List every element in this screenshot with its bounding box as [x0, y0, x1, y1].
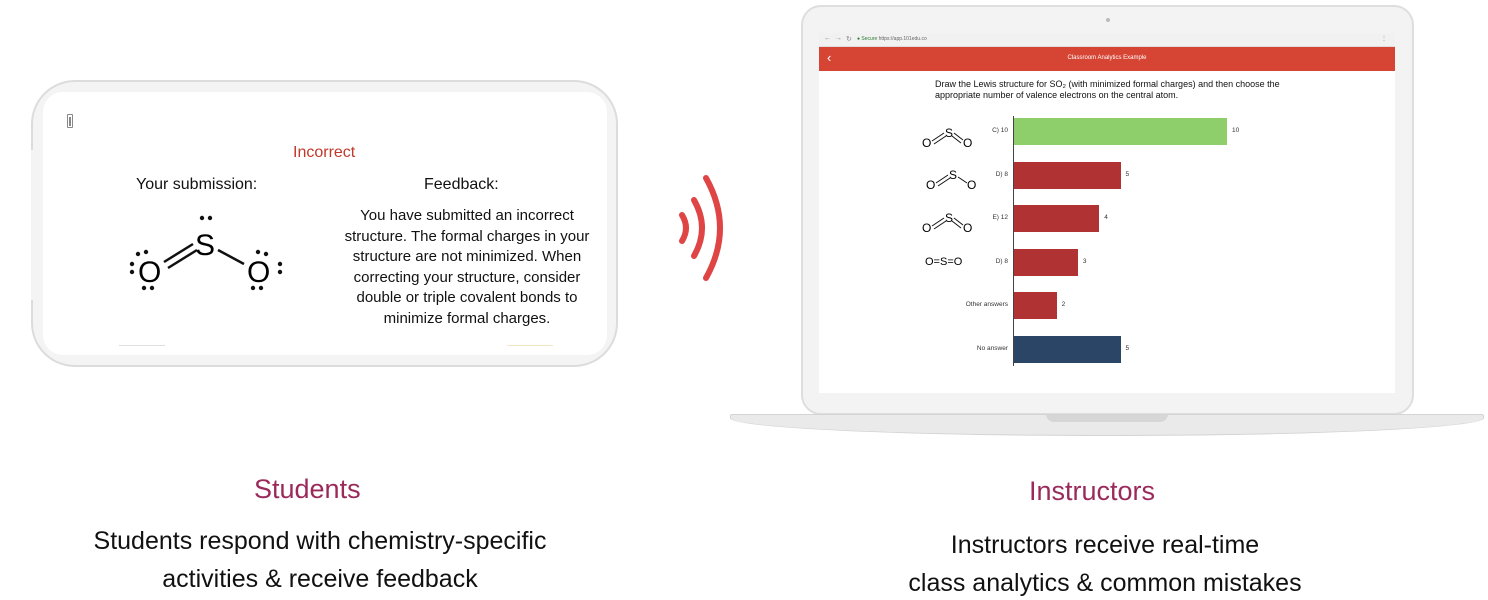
phone-screen: Incorrect Your submission: Feedback: You…	[43, 92, 607, 355]
chart-value-label: 5	[1125, 344, 1130, 352]
chart-category-label: E) 12	[992, 214, 1008, 221]
chart-value-label: 10	[1232, 127, 1240, 134]
chart-category-label: D) 8	[995, 170, 1008, 178]
structure-option-d2: O=S=O	[925, 256, 963, 268]
browser-toolbar: ← → ↻ ● Secure https://app.101edu.co ⋮	[819, 33, 1395, 47]
svg-text:O: O	[963, 136, 972, 150]
signal-waves-icon	[679, 175, 723, 281]
url-text: https://app.101edu.co	[878, 36, 927, 42]
structure-option-c: S O O	[922, 126, 972, 150]
submitted-lewis-structure: S O O	[129, 215, 283, 291]
chart-bar	[1014, 248, 1078, 276]
feedback-text: You have submitted an incorrect structur…	[344, 207, 590, 327]
svg-text:S: S	[945, 211, 953, 225]
structure-option-d: S O O	[926, 168, 976, 192]
structure-option-e: S O O	[922, 211, 972, 235]
instructors-line-2: class analytics & common mistakes	[908, 569, 1302, 597]
laptop-hinge-notch	[1046, 414, 1168, 422]
back-arrow-icon[interactable]: ←	[824, 35, 831, 42]
instructors-description: Instructors receive real-time class anal…	[870, 526, 1340, 600]
instructors-line-1: Instructors receive real-time	[950, 531, 1260, 559]
svg-text:O=S=O: O=S=O	[925, 256, 963, 268]
chart-value-label: 2	[1061, 301, 1066, 308]
svg-text:S: S	[949, 168, 957, 182]
app-header: ‹ Classroom Analytics Example	[819, 47, 1395, 71]
chart-value-label: 5	[1125, 170, 1130, 178]
phone-ui-divider	[119, 345, 165, 346]
feedback-label: Feedback:	[424, 176, 499, 193]
phone-ui-divider	[507, 345, 553, 346]
browser-menu-icon[interactable]: ⋮	[1381, 36, 1387, 42]
svg-text:O: O	[922, 136, 931, 150]
chart-category-label: No answer	[976, 344, 1008, 352]
reload-icon[interactable]: ↻	[846, 36, 852, 43]
chart-value-label: 4	[1104, 214, 1108, 221]
chart-axis	[1013, 116, 1014, 366]
result-status: Incorrect	[293, 144, 356, 161]
chart-category-label: D) 8	[995, 257, 1008, 265]
question-text: Draw the Lewis structure for SO₂ (with m…	[935, 79, 1280, 100]
students-line-2: activities & receive feedback	[162, 565, 478, 593]
svg-text:S: S	[945, 126, 953, 140]
svg-text:O: O	[963, 221, 972, 235]
phone-device: Incorrect Your submission: Feedback: You…	[31, 80, 618, 367]
chart-value-label: 3	[1082, 257, 1087, 265]
students-description: Students respond with chemistry-specific…	[40, 522, 600, 598]
forward-arrow-icon[interactable]: →	[835, 35, 842, 42]
atom-left: O	[138, 256, 161, 289]
chevron-left-icon[interactable]: ‹	[827, 50, 832, 65]
chart-category-label: Other answers	[965, 301, 1008, 308]
students-line-1: Students respond with chemistry-specific	[93, 527, 547, 555]
atom-right: O	[247, 256, 270, 289]
svg-text:O: O	[922, 221, 931, 235]
address-bar[interactable]: ● Secure https://app.101edu.co	[857, 35, 1357, 44]
chart-bar	[1014, 205, 1100, 232]
chart-bar	[1014, 292, 1057, 319]
submission-label: Your submission:	[136, 176, 258, 193]
chart-category-label: C) 10	[992, 127, 1008, 134]
chart-bar	[1014, 335, 1121, 363]
laptop-camera	[1106, 18, 1110, 22]
lock-icon: ●	[857, 36, 861, 42]
laptop-screen: ← → ↻ ● Secure https://app.101edu.co ⋮ ‹…	[819, 33, 1395, 393]
chart-bar	[1014, 161, 1121, 189]
instructors-title: Instructors	[1029, 476, 1156, 506]
secure-label: Secure	[861, 36, 878, 42]
svg-text:O: O	[926, 178, 935, 192]
chart-bar	[1014, 118, 1227, 145]
students-title: Students	[254, 474, 361, 504]
atom-center: S	[195, 229, 215, 262]
svg-text:O: O	[967, 178, 976, 192]
app-title: Classroom Analytics Example	[1067, 55, 1147, 61]
battery-icon	[67, 114, 73, 128]
